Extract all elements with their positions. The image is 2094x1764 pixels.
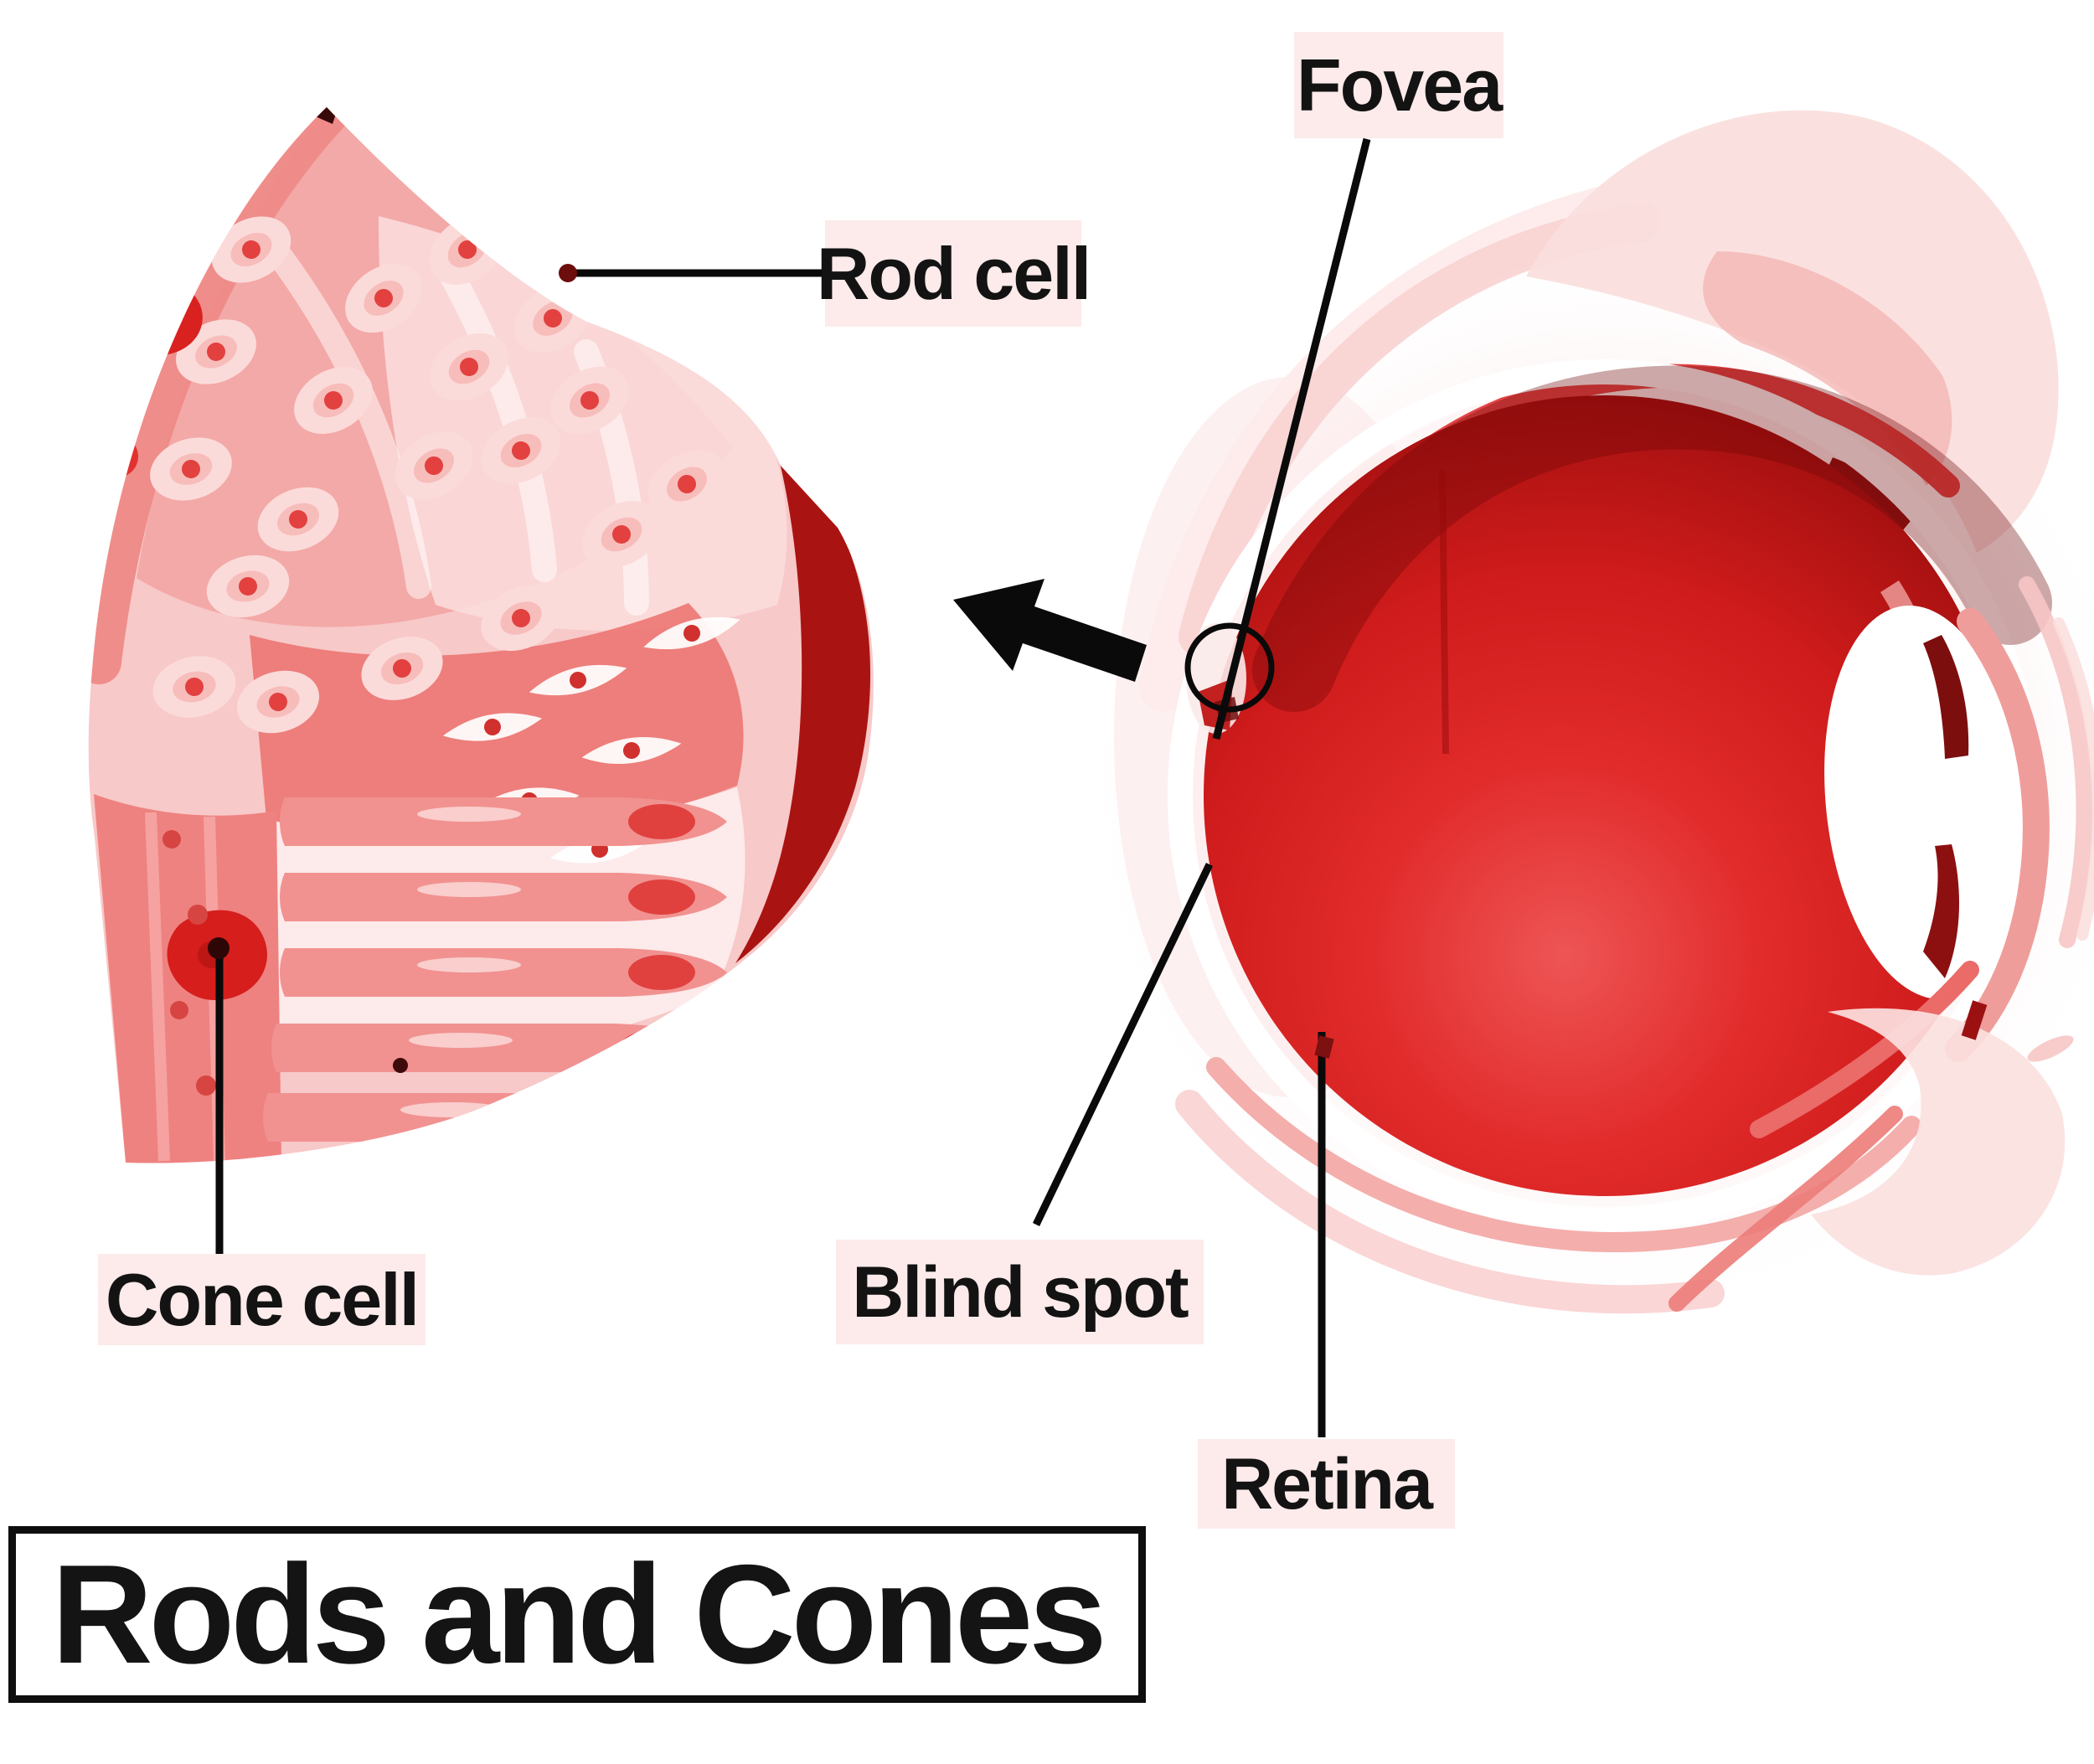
- nucleus-dot-4: [196, 1075, 216, 1096]
- fovea-pointer-line: [1212, 137, 1371, 740]
- small-dark-dot: [393, 1058, 408, 1073]
- nucleus-dot-3: [170, 1001, 188, 1019]
- zoom-arrow-icon: [953, 579, 1147, 682]
- lens-dark-sliver-top: [1923, 635, 1969, 759]
- label-retina: Retina: [1198, 1439, 1455, 1529]
- diagram-title-text: Rods and Cones: [51, 1535, 1106, 1693]
- retina-tissue-illustration: [88, 107, 874, 1163]
- fovea-marker-icon: [1184, 622, 1275, 713]
- lens: [1824, 605, 2025, 1000]
- cornea-arc-outer: [2053, 617, 2094, 941]
- cone-cell-anchor-dot: [208, 937, 230, 959]
- label-blind-spot: Blind spot: [836, 1240, 1204, 1344]
- vitreous-body: [1204, 395, 2004, 1196]
- tip-dark-sliver: [312, 107, 338, 124]
- label-rod-cell: Rod cell: [817, 220, 1091, 327]
- tissue-streak-2: [440, 264, 557, 582]
- retina-anchor-mark: [1314, 1035, 1334, 1059]
- annotations: [208, 137, 1371, 1437]
- rod-cell-anchor-dot: [559, 264, 577, 282]
- vessel-band-2: [1668, 1106, 1903, 1312]
- nucleus-dot-2: [188, 905, 208, 925]
- label-cone-cell: Cone cell: [98, 1254, 426, 1345]
- vessel-band-1: [1750, 961, 1979, 1138]
- nucleus-dot-1: [162, 830, 181, 848]
- diagram-title-box: Rods and Cones: [8, 1526, 1146, 1703]
- lens-dark-sliver-bottom: [1923, 844, 1960, 978]
- label-blind-spot-text: Blind spot: [852, 1251, 1189, 1333]
- tissue-lower-band: [266, 787, 745, 1068]
- label-fovea: Fovea: [1294, 32, 1503, 138]
- vitreous-streak: [1439, 468, 1449, 755]
- label-retina-text: Retina: [1221, 1443, 1433, 1524]
- sclera-band-arc: [1175, 1090, 1725, 1314]
- blind-spot-pointer-line: [1032, 863, 1214, 1226]
- cornea-tick: [2027, 1035, 2074, 1062]
- label-rod-cell-text: Rod cell: [816, 231, 1091, 315]
- vitreous-top-shadow: [1252, 365, 2052, 712]
- lens-rim: [1945, 608, 2050, 1062]
- tissue-cut-face: [735, 459, 871, 963]
- eyeball-illustration: [1076, 110, 2094, 1323]
- label-fovea-text: Fovea: [1296, 43, 1503, 126]
- cornea-arc-inner: [2019, 576, 2093, 948]
- label-cone-cell-text: Cone cell: [105, 1257, 420, 1341]
- tissue-streak-1: [264, 239, 431, 599]
- left-band-stripe-1: [145, 812, 170, 1162]
- dark-cell-blob-2: [96, 436, 138, 477]
- lower-eyelid-tissue: [1811, 1008, 2066, 1276]
- lower-dark-tick: [1961, 1000, 1988, 1040]
